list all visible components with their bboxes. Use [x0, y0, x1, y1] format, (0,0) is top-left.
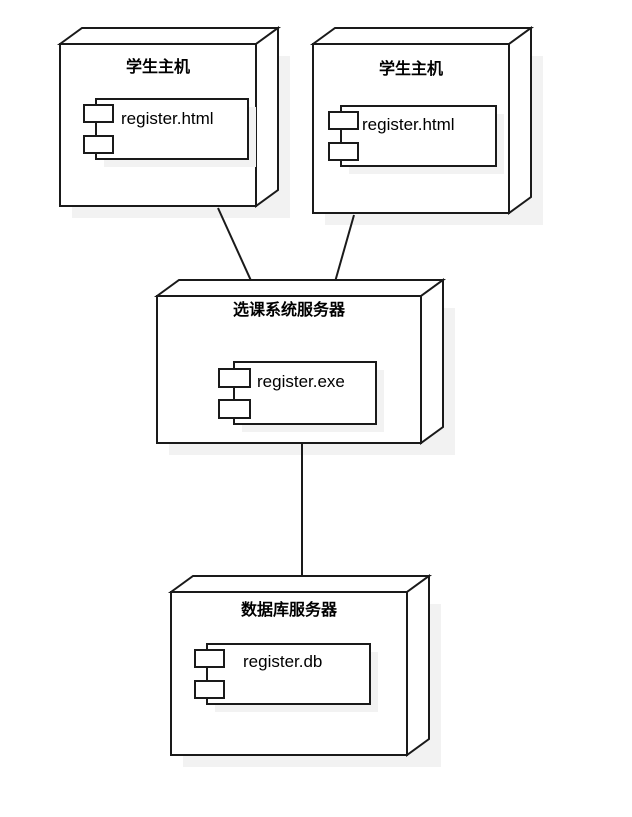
component-box: [233, 361, 377, 425]
component-icon-tab-upper: [218, 368, 251, 388]
component-box: [95, 98, 249, 160]
component-label-register-db: register.db: [243, 652, 323, 671]
node-student-host-1[interactable]: [56, 26, 282, 208]
component-icon-tab-lower: [83, 135, 114, 154]
component-icon-tab-upper: [194, 649, 225, 668]
node-title-student-host-1: 学生主机: [125, 59, 190, 76]
uml-component-icon: [194, 649, 225, 699]
component-label-register-exe: register.exe: [257, 372, 345, 391]
component-icon-tab-lower: [328, 142, 359, 161]
node-top-face: [309, 27, 535, 45]
node-student-host-2[interactable]: [309, 26, 535, 215]
node-title-student-host-2: 学生主机: [378, 61, 443, 78]
component-icon-tab-upper: [83, 104, 114, 123]
node-top-face: [56, 27, 282, 45]
uml-component-icon: [328, 111, 359, 161]
node-side-face: [508, 26, 532, 215]
node-title-course-system-server: 选课系统服务器: [232, 302, 345, 319]
component-icon-tab-lower: [194, 680, 225, 699]
component-label-register-html-2: register.html: [362, 115, 455, 134]
node-side-face: [406, 574, 430, 757]
node-top-face: [153, 279, 447, 297]
node-side-face: [255, 26, 279, 208]
component-box: [340, 105, 497, 167]
component-label-register-html-1: register.html: [121, 109, 214, 128]
component-icon-tab-upper: [328, 111, 359, 130]
node-database-server[interactable]: [167, 574, 433, 757]
node-top-face: [167, 575, 433, 593]
node-title-database-server: 数据库服务器: [240, 602, 337, 619]
uml-component-icon: [218, 368, 251, 419]
node-course-system-server[interactable]: [153, 278, 447, 445]
component-icon-tab-lower: [218, 399, 251, 419]
uml-component-icon: [83, 104, 114, 154]
node-side-face: [420, 278, 444, 445]
